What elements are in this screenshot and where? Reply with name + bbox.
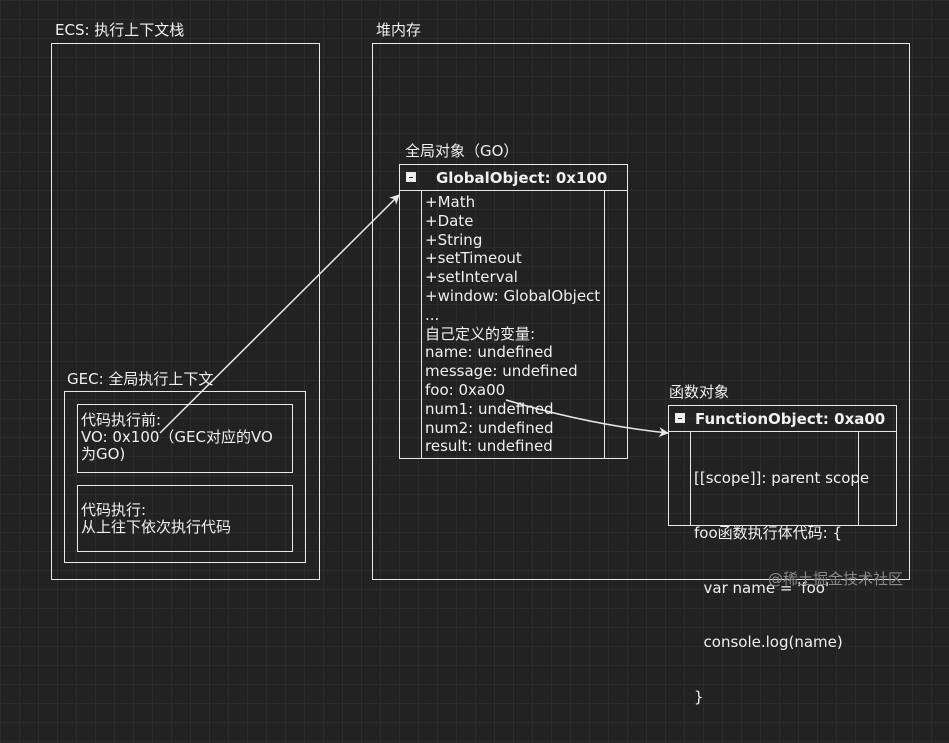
vo-to-go-arrow[interactable] bbox=[159, 194, 400, 434]
gec-during-execution-text: 代码执行: 从上往下依次执行代码 bbox=[81, 501, 232, 536]
heap-label: 堆内存 bbox=[376, 21, 422, 39]
property-row[interactable]: +Math bbox=[425, 193, 476, 211]
property-row[interactable]: } bbox=[694, 688, 704, 707]
connector-arrows bbox=[159, 194, 669, 438]
property-row[interactable]: 自己定义的变量: bbox=[425, 324, 536, 343]
property-row[interactable]: +setTimeout bbox=[425, 249, 522, 268]
property-row[interactable]: num2: undefined bbox=[425, 418, 554, 437]
property-row[interactable]: console.log(name) bbox=[694, 633, 843, 652]
gec-box[interactable] bbox=[64, 391, 306, 563]
function-object-title: FunctionObject: 0xa00 bbox=[695, 410, 886, 428]
foo-to-function-object-arrow[interactable] bbox=[505, 399, 669, 438]
collapse-icon[interactable] bbox=[406, 172, 416, 182]
property-row[interactable]: result: undefined bbox=[425, 437, 553, 456]
function-object-left-divider bbox=[690, 432, 691, 525]
gec-before-execution-text: 代码执行前: VO: 0x100（GEC对应的VO 为GO) bbox=[81, 411, 273, 463]
gec-before-execution-box[interactable] bbox=[77, 404, 293, 473]
property-row[interactable]: ... bbox=[425, 305, 440, 324]
property-row[interactable]: message: undefined bbox=[425, 362, 578, 381]
global-object-right-divider bbox=[604, 191, 605, 458]
property-row[interactable]: +String bbox=[425, 230, 483, 249]
property-row[interactable]: +setInterval bbox=[425, 268, 518, 287]
property-row[interactable]: foo函数执行体代码: { bbox=[694, 523, 843, 542]
function-object-caption: 函数对象 bbox=[669, 383, 730, 401]
function-object-header[interactable]: FunctionObject: 0xa00 bbox=[669, 406, 896, 432]
ecs-label: ECS: 执行上下文栈 bbox=[55, 21, 185, 39]
collapse-icon[interactable] bbox=[675, 413, 685, 423]
property-row[interactable]: [[scope]]: parent scope bbox=[694, 469, 870, 487]
heap-memory-box[interactable] bbox=[372, 43, 910, 580]
property-row[interactable]: +Date bbox=[425, 211, 474, 230]
property-row[interactable]: +window: GlobalObject bbox=[425, 286, 601, 305]
global-object-caption: 全局对象（GO） bbox=[405, 142, 519, 160]
gec-label: GEC: 全局执行上下文 bbox=[67, 370, 214, 388]
property-row[interactable]: var name = 'foo' bbox=[694, 578, 830, 597]
ecs-stack-box[interactable] bbox=[51, 43, 320, 580]
gec-during-execution-box[interactable] bbox=[77, 485, 293, 552]
watermark-text: @稀土掘金技术社区 bbox=[768, 570, 904, 588]
property-row[interactable]: name: undefined bbox=[425, 343, 553, 362]
global-object-left-divider bbox=[421, 191, 422, 458]
global-object-header[interactable]: GlobalObject: 0x100 bbox=[400, 165, 627, 191]
function-object-right-divider bbox=[858, 432, 859, 525]
property-row[interactable]: foo: 0xa00 bbox=[425, 380, 506, 399]
global-object-title: GlobalObject: 0x100 bbox=[436, 169, 608, 187]
